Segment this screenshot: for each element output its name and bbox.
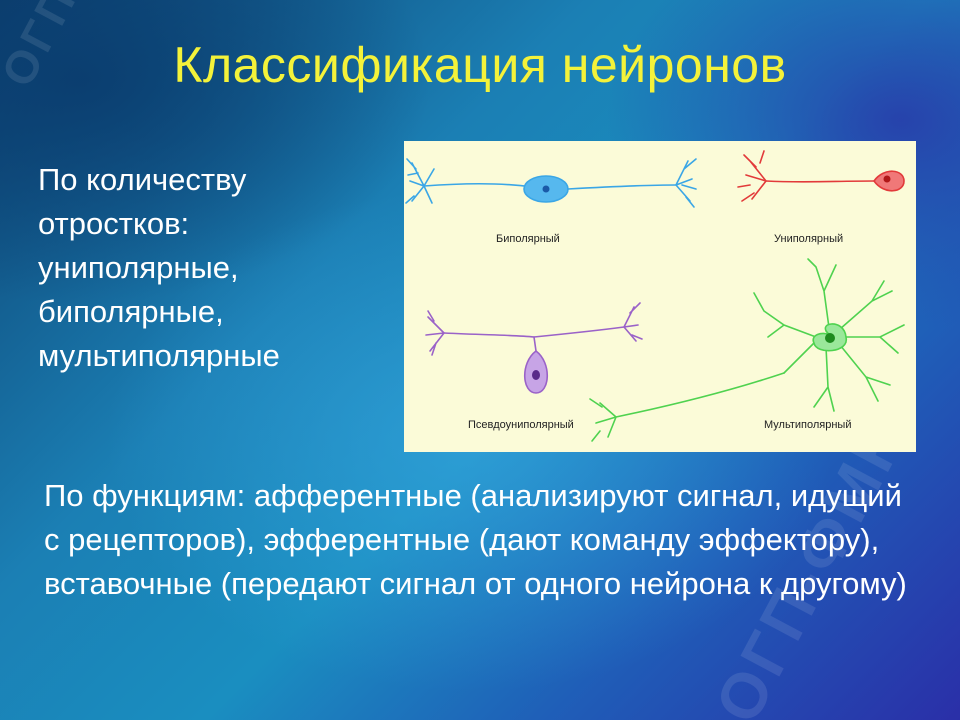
neuron-illustrations: [405, 150, 905, 442]
count-classification-text: По количеству отростков: униполярные, би…: [38, 158, 368, 378]
count-line-2: отростков:: [38, 206, 190, 241]
slide-title: Классификация нейронов: [173, 37, 787, 93]
count-line-3: униполярные,: [38, 250, 239, 285]
function-classification-text: По функциям: афферентные (анализируют си…: [44, 478, 907, 601]
label-pseudounipolar: Псевдоуниполярный: [468, 419, 574, 431]
unipolar-neuron-illustration: [737, 150, 905, 202]
label-unipolar: Униполярный: [774, 233, 844, 245]
bipolar-neuron-illustration: [405, 158, 697, 208]
count-line-1: По количеству: [38, 162, 247, 197]
neuron-types-diagram: Биполярный Униполярный Псевдоуниполярный…: [404, 141, 916, 452]
label-bipolar: Биполярный: [496, 233, 560, 245]
label-multipolar: Мультиполярный: [764, 419, 852, 431]
pseudounipolar-neuron-illustration: [425, 302, 643, 394]
multipolar-neuron-illustration: [589, 258, 905, 442]
count-line-5: мультиполярные: [38, 338, 280, 373]
count-line-4: биполярные,: [38, 294, 224, 329]
